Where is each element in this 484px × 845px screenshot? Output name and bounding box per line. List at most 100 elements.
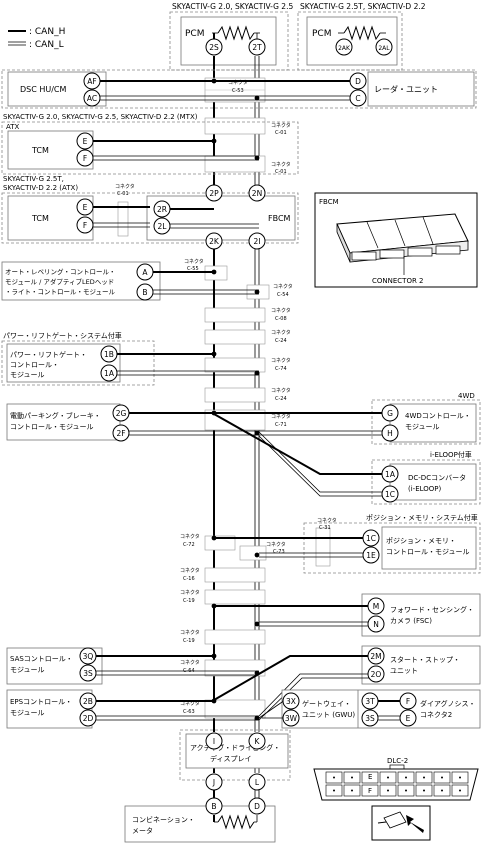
pin-3s: 3S xyxy=(361,709,379,727)
pin-label: C xyxy=(355,94,360,103)
pin-label: D xyxy=(254,802,260,811)
ieloop-group xyxy=(371,459,481,505)
pin-circle xyxy=(349,72,367,90)
pin-b: B xyxy=(136,283,154,301)
connector-label: コネクタ xyxy=(271,122,291,129)
dlc2-pin-dot xyxy=(387,789,389,792)
dlc2-connector-illustration: DLC-2 E F xyxy=(313,757,479,841)
connector-label: コネクタ xyxy=(271,413,291,420)
connector-label-c31: C-31 xyxy=(319,525,331,531)
junction-dot xyxy=(254,289,260,295)
connector-label-c53: C-53 xyxy=(232,88,244,94)
connector-c08-block xyxy=(204,307,266,323)
power-liftgate-label-2: コントロール・ xyxy=(10,361,59,369)
active-display-box xyxy=(185,733,289,769)
connector-label-c19: C-19 xyxy=(183,638,195,644)
connector-label: コネクタ xyxy=(271,307,291,314)
junction-dot xyxy=(254,715,260,721)
dlc2-pin-e: E xyxy=(368,773,372,781)
dcdc-can-l-wire-b xyxy=(258,435,384,497)
pin-label: 3Q xyxy=(83,652,94,661)
pin-m: M xyxy=(367,597,385,615)
pin-circle xyxy=(79,664,97,682)
start-stop-label-1: スタート・ストップ・ xyxy=(390,655,460,664)
start-stop-can-l-wire-a xyxy=(258,673,370,717)
power-liftgate-group xyxy=(1,340,155,386)
fwd-module-box xyxy=(389,403,477,443)
position-memory-box xyxy=(381,526,477,570)
pin-f: F xyxy=(399,692,417,710)
meter-label-2: メータ xyxy=(132,826,153,835)
pin-label: F xyxy=(83,154,87,163)
pin-circle xyxy=(76,198,94,216)
pin-3q: 3Q xyxy=(79,647,97,665)
pin-1e: 1E xyxy=(362,546,380,564)
pin-2t: 2T xyxy=(248,38,266,56)
pin-label: 2F xyxy=(116,429,125,438)
pin-circle xyxy=(361,709,379,727)
pin-label: F xyxy=(406,697,410,706)
pin-label: 2AL xyxy=(378,45,390,52)
pin-2o: 2O xyxy=(367,665,385,683)
junction-dot xyxy=(254,670,260,676)
pin-a: A xyxy=(136,263,154,281)
pin-2g: 2G xyxy=(112,404,130,422)
pin-circle xyxy=(248,38,266,56)
auto-leveling-box xyxy=(1,261,161,301)
pin-circle xyxy=(361,692,379,710)
pin-c: C xyxy=(349,89,367,107)
pin-2ak: 2AK xyxy=(335,38,353,56)
junction-dot xyxy=(211,603,217,609)
dlc2-pin-dot xyxy=(441,776,443,779)
pin-e: E xyxy=(76,132,94,150)
pin-circle xyxy=(335,38,353,56)
legend: : CAN_H : CAN_L xyxy=(8,27,65,50)
pin-label: B xyxy=(142,288,147,297)
pin-3s: 3S xyxy=(79,664,97,682)
connector-label: コネクタ xyxy=(266,541,286,548)
pin-circle xyxy=(282,692,300,710)
connector-label: コネクタ xyxy=(271,357,291,364)
pin-2p: 2P xyxy=(205,184,223,202)
auto-leveling-label-2: モジュール / アダプティブLEDヘッド xyxy=(5,277,114,286)
pin-circle xyxy=(136,283,154,301)
junction-dot xyxy=(254,155,260,161)
junction-dot xyxy=(254,621,260,627)
pin-circle xyxy=(381,465,399,483)
pin-label: B xyxy=(211,802,216,811)
connector-c31-block xyxy=(315,527,331,567)
sas-label-1: SASコントロール・ xyxy=(10,655,73,663)
start-stop-can-l-wire-b xyxy=(258,677,370,721)
pin-circle xyxy=(79,709,97,727)
dlc2-pin-dot xyxy=(333,776,335,779)
pin-circle xyxy=(375,38,393,56)
connector-c71-block xyxy=(204,409,266,431)
pin-label: E xyxy=(83,137,88,146)
atx-header: ATX xyxy=(6,123,20,131)
dcdc-module-box xyxy=(389,463,477,501)
junction-dot xyxy=(254,95,260,101)
pin-circle xyxy=(367,647,385,665)
sas-label-2: モジュール xyxy=(10,666,45,674)
pin-3x: 3X xyxy=(282,692,300,710)
junction-dot xyxy=(254,552,260,558)
junction-dot xyxy=(211,351,217,357)
dlc2-label: DLC-2 xyxy=(387,757,408,765)
position-memory-header: ポジション・メモリ・システム付車 xyxy=(366,513,478,522)
connector-label: コネクタ xyxy=(115,183,135,190)
pin-3w: 3W xyxy=(282,709,300,727)
dlc2-pin-dot xyxy=(351,776,353,779)
connector-c24-block-a xyxy=(204,329,266,345)
pin-label: F xyxy=(83,221,87,230)
dlc2-pin-dot xyxy=(441,789,443,792)
pin-label: 1C xyxy=(366,534,376,543)
pin-circle xyxy=(100,345,118,363)
tcm-atx-label: TCM xyxy=(31,146,49,155)
pin-circle xyxy=(381,485,399,503)
start-stop-can-h-wire xyxy=(213,655,370,701)
diag-label-1: ダイアグノシス・ xyxy=(420,699,476,708)
pin-2i: 2I xyxy=(248,232,266,250)
connector-c19-block-b xyxy=(204,629,266,645)
eps-label-2: モジュール xyxy=(10,709,45,717)
active-display-label-2: ディスプレイ xyxy=(210,754,252,763)
